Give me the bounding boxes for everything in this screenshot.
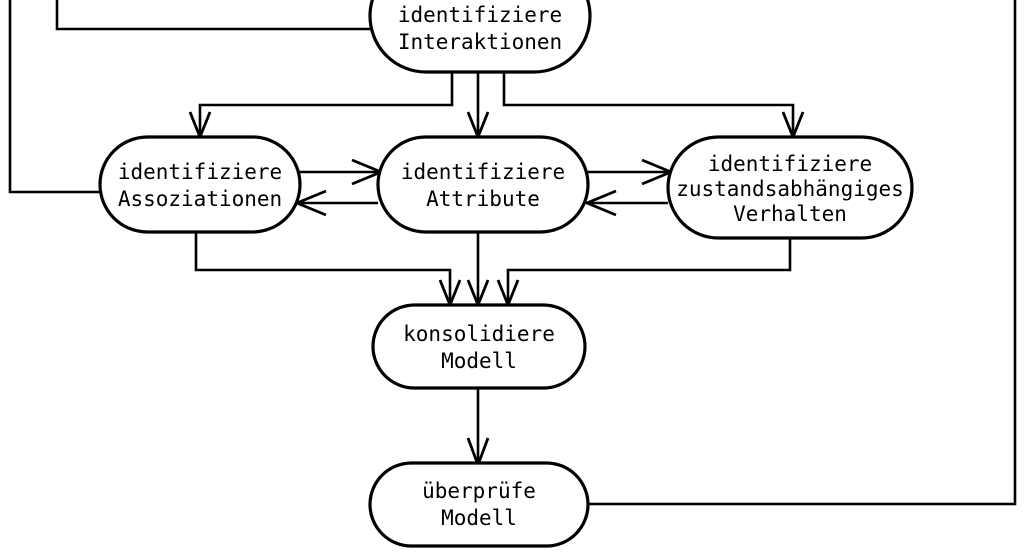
node-interaktionen[interactable]: identifiziere Interaktionen <box>368 0 592 74</box>
node-attribute-line2: Attribute <box>426 187 540 211</box>
node-attribute-line1: identifiziere <box>401 160 565 184</box>
node-interaktionen-line1: identifiziere <box>398 3 562 27</box>
node-assoziationen-shape <box>98 135 302 234</box>
edge-interaktionen-to-verhalten <box>502 72 795 134</box>
node-ueberpruefe-shape <box>368 461 590 548</box>
edge-ueberpruefe-feedback-right <box>588 0 1017 506</box>
node-konsolidiere-line1: konsolidiere <box>403 322 555 346</box>
arrowhead-verhalten-to-attribute <box>583 189 617 217</box>
node-verhalten-line1: identifiziere <box>708 152 872 176</box>
node-ueberpruefe-line2: Modell <box>441 506 517 530</box>
node-konsolidiere-shape <box>371 303 587 390</box>
node-konsolidiere-line2: Modell <box>441 349 517 373</box>
edge-verhalten-to-konsolidiere <box>506 238 792 302</box>
node-ueberpruefe[interactable]: überprüfe Modell <box>368 461 590 548</box>
edge-assoziationen-feedback-left <box>8 0 100 194</box>
node-assoziationen-line1: identifiziere <box>118 160 282 184</box>
node-assoziationen[interactable]: identifiziere Assoziationen <box>98 135 302 234</box>
node-ueberpruefe-line1: überprüfe <box>422 479 536 503</box>
node-verhalten-line3: Verhalten <box>733 202 847 226</box>
node-verhalten-shape <box>666 135 914 240</box>
edge-interaktionen-to-assoziationen <box>198 72 454 134</box>
node-attribute-shape <box>376 135 590 234</box>
node-konsolidiere[interactable]: konsolidiere Modell <box>371 303 587 390</box>
node-assoziationen-line2: Assoziationen <box>118 187 282 211</box>
edge-layer <box>8 0 1017 506</box>
edge-interaktionen-feedback-left <box>55 0 370 31</box>
node-verhalten[interactable]: identifiziere zustandsabhängiges Verhalt… <box>666 135 914 240</box>
node-verhalten-line2: zustandsabhängiges <box>676 177 904 201</box>
edge-assoziationen-to-konsolidiere <box>194 232 452 302</box>
node-interaktionen-shape <box>368 0 592 74</box>
node-interaktionen-line2: Interaktionen <box>398 30 562 54</box>
node-attribute[interactable]: identifiziere Attribute <box>376 135 590 234</box>
